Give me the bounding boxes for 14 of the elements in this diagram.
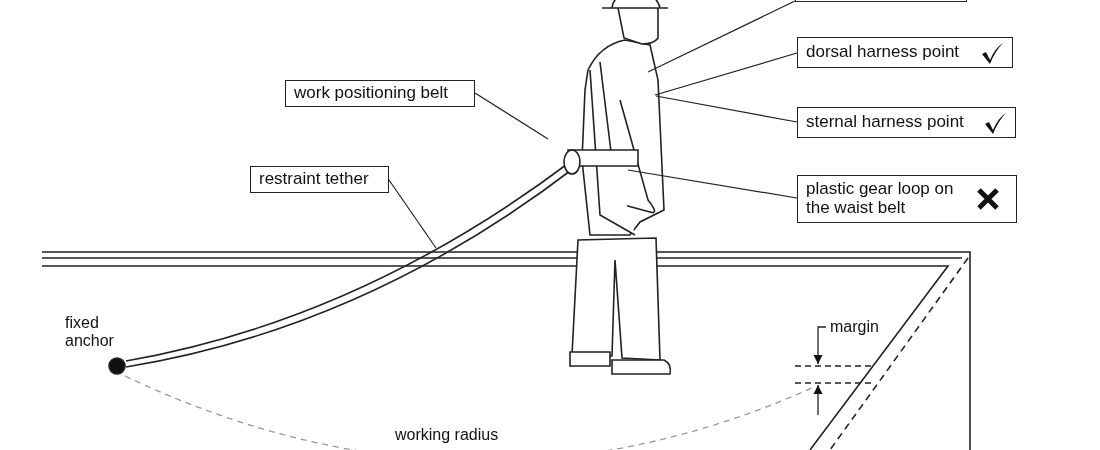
callout-label: sternal harness point — [797, 107, 1016, 138]
leader-line — [655, 95, 798, 123]
leader-line — [388, 179, 437, 249]
part-label: working radius — [395, 426, 499, 444]
callout-label: restraint tether — [250, 166, 389, 193]
callout-label: dorsal harness point — [797, 37, 1013, 68]
leader-line — [627, 169, 798, 199]
callout-label: work positioning belt — [285, 80, 475, 107]
part-label: margin — [830, 318, 879, 336]
leader-line — [654, 52, 798, 96]
callout-label: plastic gear loop on the waist belt — [797, 175, 1017, 223]
leader-line — [647, 0, 796, 73]
part-label: fixed anchor — [65, 314, 115, 350]
leader-line — [474, 92, 549, 140]
